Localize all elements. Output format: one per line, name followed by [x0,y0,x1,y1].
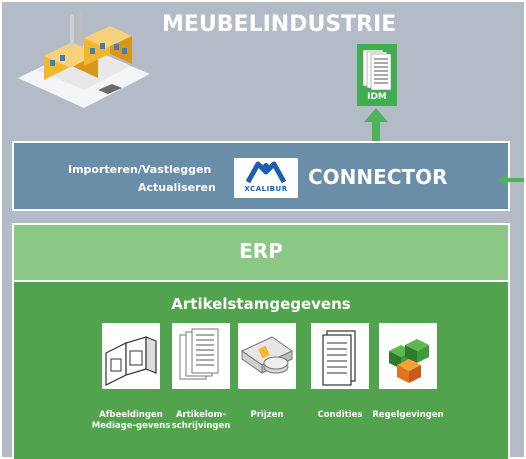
regulations-tile [379,323,437,389]
arrow-left-icon [498,174,524,186]
arrow-up-icon [364,108,388,142]
section-title: Artikelstamgegevens [171,295,351,313]
item-label-regulations: Regelgevingen [372,410,444,420]
conditions-tile [311,323,369,389]
erp-header: ERP [14,225,508,282]
idm-label: IDM [367,92,387,102]
documents-tile [172,323,230,389]
money-icon [241,336,293,374]
images-tile [102,323,160,389]
factory-icon [18,10,150,108]
xcalibur-logo-text: XCALIBUR [244,185,288,193]
idm-icon: IDM [357,44,397,108]
xcalibur-logo: XCALIBUR [234,158,298,198]
cubes-icon [389,339,429,383]
erp-panel: ERP Artikelstamgegevens [12,223,510,459]
page-title: MEUBELINDUSTRIE [162,12,397,37]
item-label-conditions: Condities [317,410,363,420]
xcalibur-logo-icon [245,161,287,184]
connector-panel: Importeren/Vastleggen Actualiseren XCALI… [12,141,510,211]
connector-line-update: Actualiseren [138,181,216,194]
documents-icon [179,328,219,380]
connector-line-import: Importeren/Vastleggen [68,163,212,176]
item-label-prices: Prijzen [250,410,284,420]
connector-title: CONNECTOR [308,165,448,189]
item-label-descriptions: Artikelom-schrijvingen [171,410,231,431]
item-label-images: Afbeeldingen Mediage-gevens [91,410,171,431]
conditions-icon [322,330,356,386]
money-tile [238,323,296,389]
images-icon [105,336,157,386]
erp-title: ERP [239,239,283,263]
